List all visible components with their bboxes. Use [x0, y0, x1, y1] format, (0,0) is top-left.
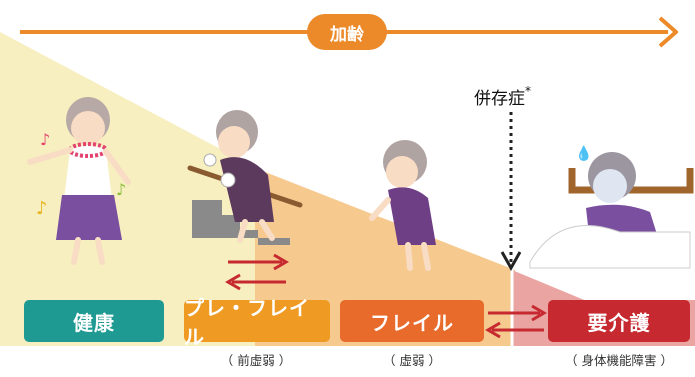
comorbidity-label: 併存症*: [474, 84, 531, 109]
stage-pre-frail-label: プレ・フレイル: [184, 296, 310, 349]
health-zone-upper: [0, 32, 260, 346]
stage-frail-sub-text: （ 虚弱 ）: [383, 353, 441, 368]
svg-text:♪: ♪: [116, 180, 126, 199]
comorbidity-label-text: 併存症: [474, 89, 525, 109]
stage-healthy-label: 健康: [73, 310, 115, 335]
transition-arrows-1: [225, 253, 289, 291]
stage-care-needed-label: 要介護: [587, 310, 651, 335]
stage-pre-frail: プレ・フレイル: [184, 296, 330, 349]
pre-frail-person-illustration: [187, 110, 303, 245]
stage-care-needed-sub: （ 身体機能障害 ）: [548, 350, 690, 369]
aging-label: 加齢: [307, 14, 387, 50]
stage-frail-label: フレイル: [370, 310, 454, 335]
stage-pre-frail-sub: （ 前虚弱 ）: [200, 350, 312, 369]
aging-label-text: 加齢: [330, 24, 364, 45]
svg-text:💧: 💧: [575, 145, 592, 162]
stage-pre-frail-sub-text: （ 前虚弱 ）: [220, 353, 292, 368]
stage-care-needed: 要介護: [548, 300, 690, 342]
aging-arrow-head: [658, 16, 678, 48]
stage-care-needed-sub-text: （ 身体機能障害 ）: [565, 353, 673, 368]
healthy-person-illustration: ♪ ♪ ♪: [27, 97, 131, 265]
transition-arrows-2: [485, 304, 547, 339]
bedridden-person-illustration: 💧: [529, 145, 694, 269]
stage-frail: フレイル: [340, 300, 484, 342]
frail-person-illustration: [369, 140, 436, 271]
svg-text:♪: ♪: [36, 198, 48, 219]
comorbidity-arrow-head: [500, 251, 522, 272]
comorbidity-asterisk: *: [525, 84, 531, 98]
aging-pill: [307, 14, 387, 50]
stage-healthy: 健康: [24, 300, 164, 342]
svg-text:♪: ♪: [40, 130, 50, 149]
stage-frail-sub: （ 虚弱 ）: [356, 350, 468, 369]
